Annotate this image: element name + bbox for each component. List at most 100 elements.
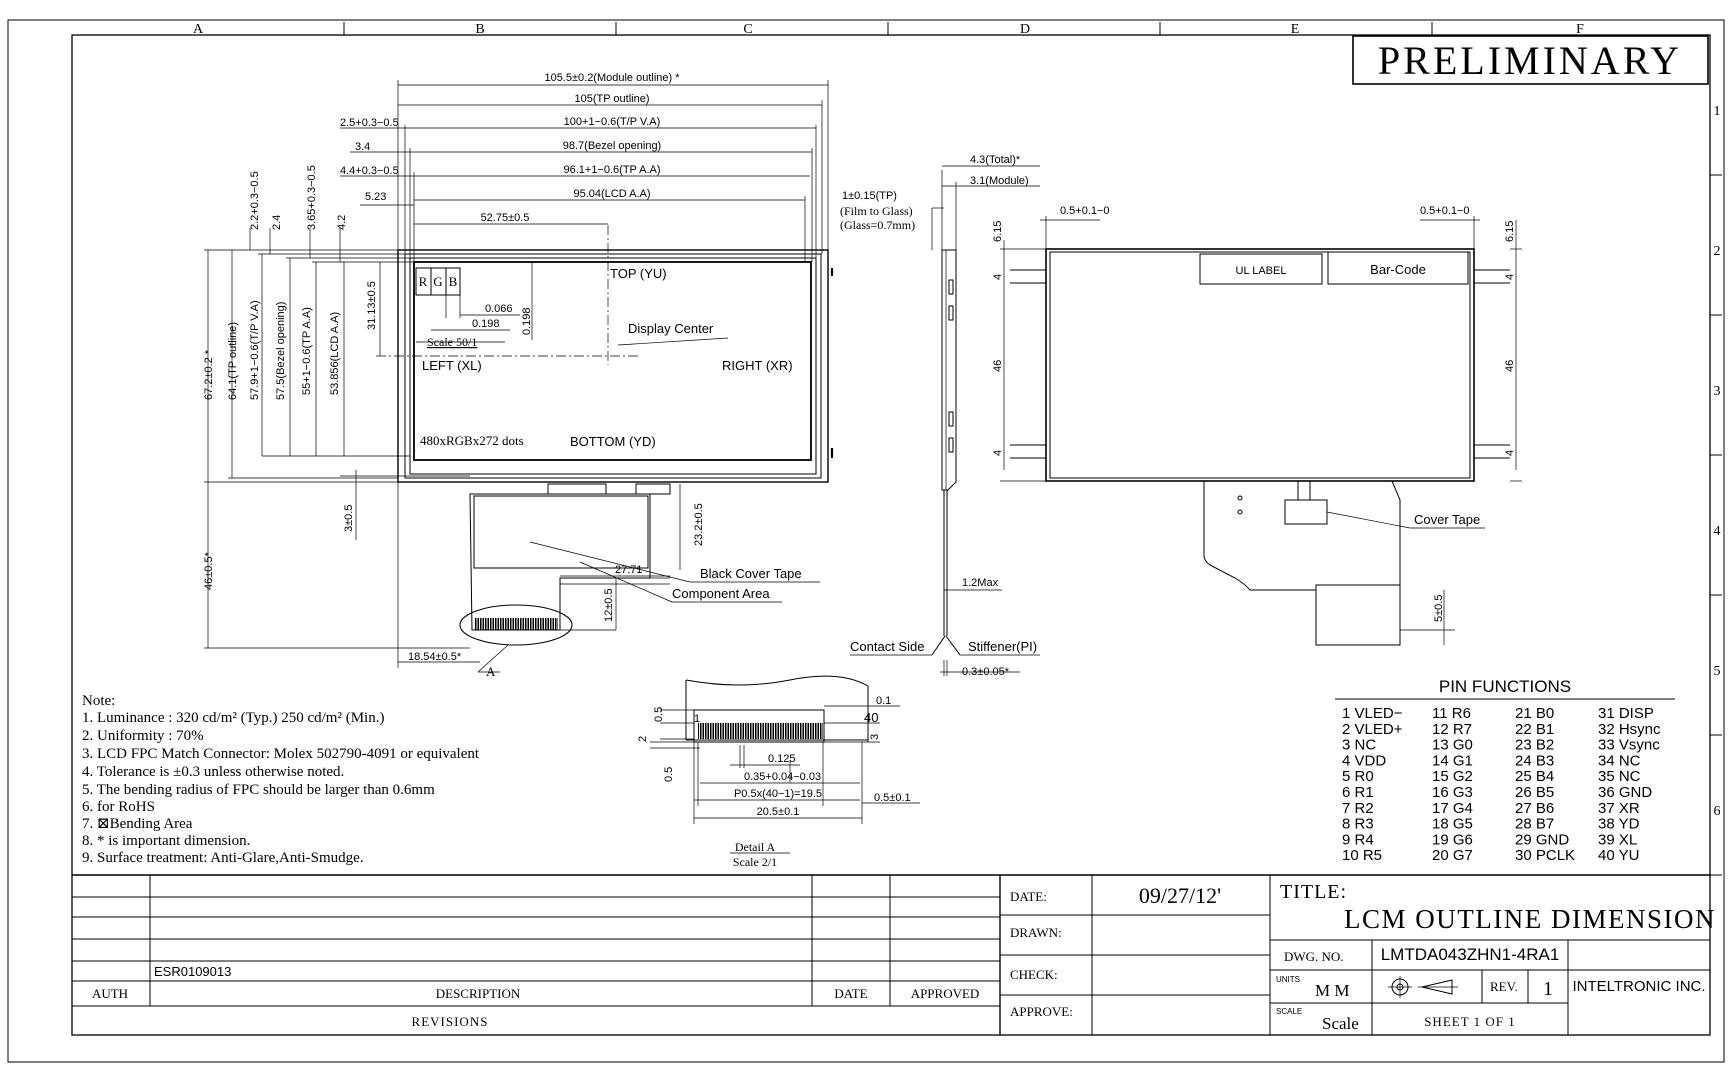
pin-entry: 20 G7 [1432,847,1473,864]
svg-text:1.2Max: 1.2Max [962,577,999,589]
pin-entry: 2 VLED+ [1342,721,1403,738]
svg-text:96.1+1−0.6(TP A.A): 96.1+1−0.6(TP A.A) [563,164,660,176]
rear-view: UL LABEL Bar-Code Cover Tape 0.5+0.1−0 [992,205,1522,646]
row-number: 1 [1714,104,1721,119]
svg-text:480xRGBx272 dots: 480xRGBx272 dots [420,433,524,448]
svg-text:98.7(Bezel opening): 98.7(Bezel opening) [563,140,661,152]
svg-text:3.4: 3.4 [355,141,370,153]
svg-text:0.198: 0.198 [472,318,500,330]
svg-text:PRELIMINARY: PRELIMINARY [1378,38,1682,83]
pin-entry: 17 G4 [1432,800,1473,817]
pin-entry: 38 YD [1598,816,1640,833]
pin-entry: 1 VLED− [1342,705,1403,722]
svg-text:4.4+0.3−0.5: 4.4+0.3−0.5 [340,165,399,177]
pin-entry: 29 GND [1515,831,1569,848]
pin-entry: 10 R5 [1342,847,1382,864]
svg-text:46±0.5*: 46±0.5* [203,551,215,590]
ul-label: UL LABEL [1236,265,1287,277]
svg-text:1±0.15(TP): 1±0.15(TP) [842,190,897,202]
row-number: 2 [1714,244,1721,259]
svg-text:57.9+1−0.6(T/P V.A): 57.9+1−0.6(T/P V.A) [249,300,261,400]
note-line: 7. ⊠Bending Area [82,816,193,832]
svg-text:CHECK:: CHECK: [1010,967,1058,982]
note-line: 3. LCD FPC Match Connector: Molex 502790… [82,746,480,762]
svg-text:Stiffener(PI): Stiffener(PI) [968,639,1037,654]
svg-text:2: 2 [637,736,649,742]
svg-text:2.4: 2.4 [271,215,283,230]
svg-text:UNITS: UNITS [1276,975,1300,984]
svg-text:0.125: 0.125 [768,753,796,765]
svg-text:0.5+0.1−0: 0.5+0.1−0 [1060,205,1110,217]
svg-text:40: 40 [864,710,878,725]
svg-text:4: 4 [992,274,1004,280]
svg-text:46: 46 [992,360,1004,372]
svg-text:BOTTOM (YD): BOTTOM (YD) [570,434,656,449]
svg-text:Cover Tape: Cover Tape [1414,512,1480,527]
svg-text:SCALE: SCALE [1276,1007,1302,1016]
date-value: 09/27/12' [1139,883,1221,908]
svg-text:0.3±0.05*: 0.3±0.05* [962,666,1010,678]
front-view: R G B 0.066 0.198 0.198 Scale 50/1 TOP (… [203,72,834,679]
svg-text:0.35+0.04−0.03: 0.35+0.04−0.03 [744,771,821,783]
svg-text:Detail A: Detail A [735,840,776,854]
svg-text:3: 3 [869,734,881,740]
pin-entry: 27 B6 [1515,800,1554,817]
svg-text:3±0.5: 3±0.5 [343,505,355,532]
notes: Note: 1. Luminance : 320 cd/m² (Typ.) 25… [82,693,480,866]
rev-value: 1 [1543,978,1553,1000]
col-letter: A [193,22,204,37]
pin-entry: 15 G2 [1432,768,1473,785]
pin-functions-title: PIN FUNCTIONS [1439,677,1571,696]
note-line: 6. for RoHS [82,799,155,815]
svg-text:4: 4 [1504,450,1516,456]
pin-entry: 4 VDD [1342,752,1386,769]
pin-entry: 7 R2 [1342,800,1374,817]
svg-text:4.3(Total)*: 4.3(Total)* [970,154,1021,166]
rgb-b: B [449,274,458,289]
svg-text:67.2±0.2 *: 67.2±0.2 * [203,349,215,400]
svg-text:DESCRIPTION: DESCRIPTION [436,986,521,1001]
scale-label: Scale 50/1 [427,335,477,349]
row-number: 5 [1714,664,1721,679]
bar-code: Bar-Code [1370,262,1426,277]
drawing-title: LCM OUTLINE DIMENSION [1344,904,1716,934]
pin-entry: 14 G1 [1432,752,1473,769]
note-line: 8. * is important dimension. [82,833,250,849]
svg-text:100+1−0.6(T/P V.A): 100+1−0.6(T/P V.A) [564,116,661,128]
pin-entry: 19 G6 [1432,831,1473,848]
pin-entry: 13 G0 [1432,737,1473,754]
pin-entry: 33 Vsync [1598,737,1660,754]
sheet-frame: A B C D E F 1 2 3 4 5 6 [7,19,1725,1063]
svg-text:Contact Side: Contact Side [850,639,924,654]
svg-text:DRAWN:: DRAWN: [1010,925,1062,940]
pin-entry: 8 R3 [1342,816,1374,833]
svg-text:DWG. NO.: DWG. NO. [1284,949,1344,964]
pin-entry: 35 NC [1598,768,1641,785]
pin-entry: 23 B2 [1515,737,1554,754]
svg-text:TOP (YU): TOP (YU) [610,266,667,281]
svg-text:23.2±0.5: 23.2±0.5 [693,503,705,546]
pin-entry: 6 R1 [1342,784,1374,801]
svg-text:3.65+0.3−0.5: 3.65+0.3−0.5 [306,165,318,230]
pin-entry: 34 NC [1598,752,1641,769]
svg-text:TITLE:: TITLE: [1280,881,1347,903]
sheet-count: SHEET 1 OF 1 [1424,1014,1516,1029]
svg-text:Scale 2/1: Scale 2/1 [733,855,777,869]
pin-entry: 24 B3 [1515,752,1554,769]
notes-heading: Note: [82,693,115,709]
svg-text:64.1(TP outline): 64.1(TP outline) [227,322,239,400]
svg-text:27.71: 27.71 [615,564,643,576]
svg-text:(Film to Glass): (Film to Glass) [840,204,913,218]
svg-text:53.856(LCD A.A): 53.856(LCD A.A) [329,312,341,395]
svg-text:APPROVE:: APPROVE: [1010,1004,1073,1019]
revisions-block: ESR0109013 AUTH DESCRIPTION DATE APPROVE… [72,874,1710,1035]
rgb-g: G [433,274,442,289]
svg-text:3.1(Module): 3.1(Module) [970,175,1029,187]
note-line: 9. Surface treatment: Anti-Glare,Anti-Sm… [82,850,364,866]
side-view: 4.3(Total)* 3.1(Module) 1±0.15(TP) (Film… [840,154,1040,678]
svg-text:105.5±0.2(Module outline) *: 105.5±0.2(Module outline) * [544,72,680,84]
svg-text:(Glass=0.7mm): (Glass=0.7mm) [840,218,915,232]
svg-text:DATE:: DATE: [1010,889,1047,904]
svg-text:4: 4 [1504,274,1516,280]
